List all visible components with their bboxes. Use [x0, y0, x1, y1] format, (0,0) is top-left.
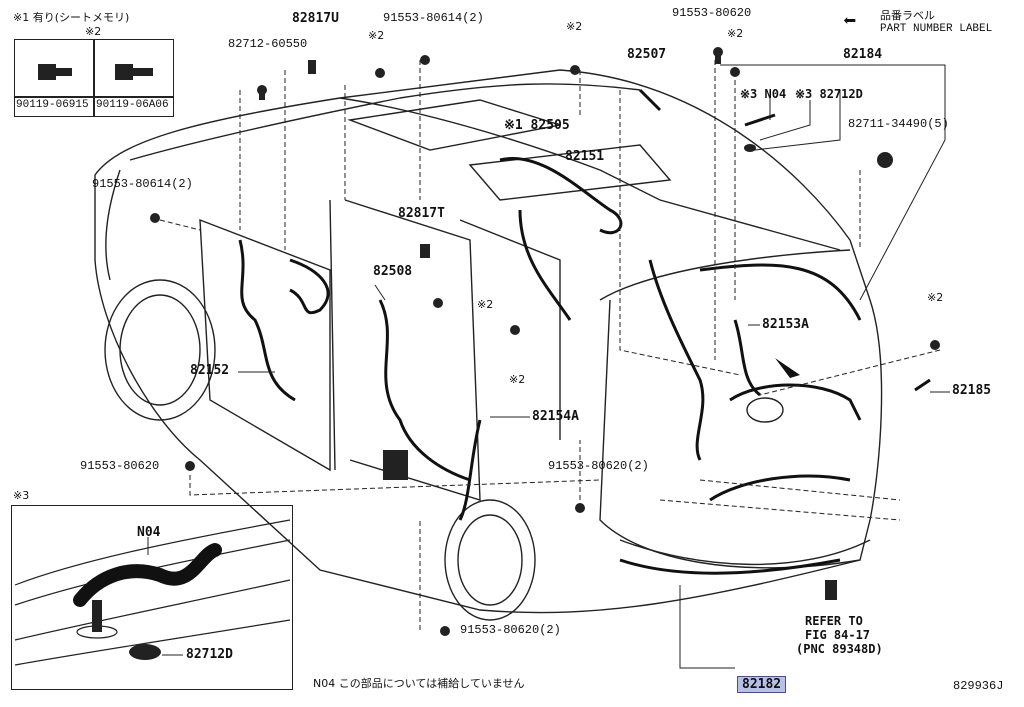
- figure-code: 829936J: [953, 679, 1004, 693]
- bolt-variant-box: [14, 39, 174, 117]
- refer-note: REFER TO: [805, 614, 863, 628]
- part-label: 82154A: [532, 409, 579, 424]
- part-label: 91553-80614(2): [383, 11, 484, 25]
- note-marker: ※2: [566, 20, 583, 33]
- part-label: ※1 82505: [504, 118, 570, 133]
- box-divider: [93, 40, 95, 116]
- footer-note: N04 この部品については補給していません: [313, 677, 525, 690]
- part-label: 82817T: [398, 206, 445, 221]
- part-label: 82817U: [292, 11, 339, 26]
- note-marker: ※2: [927, 291, 944, 304]
- part-label-n04: N04: [137, 525, 161, 540]
- part-label: 82153A: [762, 317, 809, 332]
- part-number-label-en: PART NUMBER LABEL: [880, 23, 993, 35]
- part-label: 91553-80620: [672, 6, 752, 20]
- note-marker: ※2: [727, 27, 744, 40]
- note-marker: ※2: [477, 298, 494, 311]
- part-label: 82152: [190, 363, 230, 378]
- part-label: 82711-34490(5): [848, 117, 949, 131]
- arrow-left-icon: ⬅: [843, 9, 857, 34]
- part-label: 90119-06915: [16, 99, 89, 111]
- legend-note-2: ※2: [85, 25, 102, 38]
- note-marker: ※2: [509, 373, 526, 386]
- part-label-82712d: 82712D: [186, 647, 233, 662]
- box-divider: [15, 96, 173, 98]
- part-label: 91553-80620(2): [548, 459, 649, 473]
- part-label: 82712-60550: [228, 37, 308, 51]
- part-label: 90119-06A06: [96, 99, 169, 111]
- note-marker: ※2: [368, 29, 385, 42]
- part-label: 82185: [952, 383, 992, 398]
- refer-note: FIG 84-17: [805, 628, 871, 642]
- detail-box-n04: [11, 505, 293, 690]
- part-label: 82508: [373, 264, 413, 279]
- highlighted-part-82182: 82182: [737, 676, 787, 693]
- part-label: 82151: [565, 149, 605, 164]
- part-label: 82507: [627, 47, 667, 62]
- legend-note-1: ※1 有り(シートメモリ): [13, 11, 130, 24]
- part-label: ※3 82712D: [795, 87, 863, 101]
- part-label: 82184: [843, 47, 883, 62]
- part-label: 91553-80620: [80, 459, 160, 473]
- part-label: 91553-80614(2): [92, 177, 193, 191]
- legend-note-3: ※3: [13, 489, 30, 502]
- part-label: 91553-80620(2): [460, 623, 561, 637]
- part-label: ※3 N04: [740, 87, 787, 101]
- refer-note: (PNC 89348D): [796, 642, 883, 656]
- part-number-label-jp: 品番ラベル: [880, 9, 935, 22]
